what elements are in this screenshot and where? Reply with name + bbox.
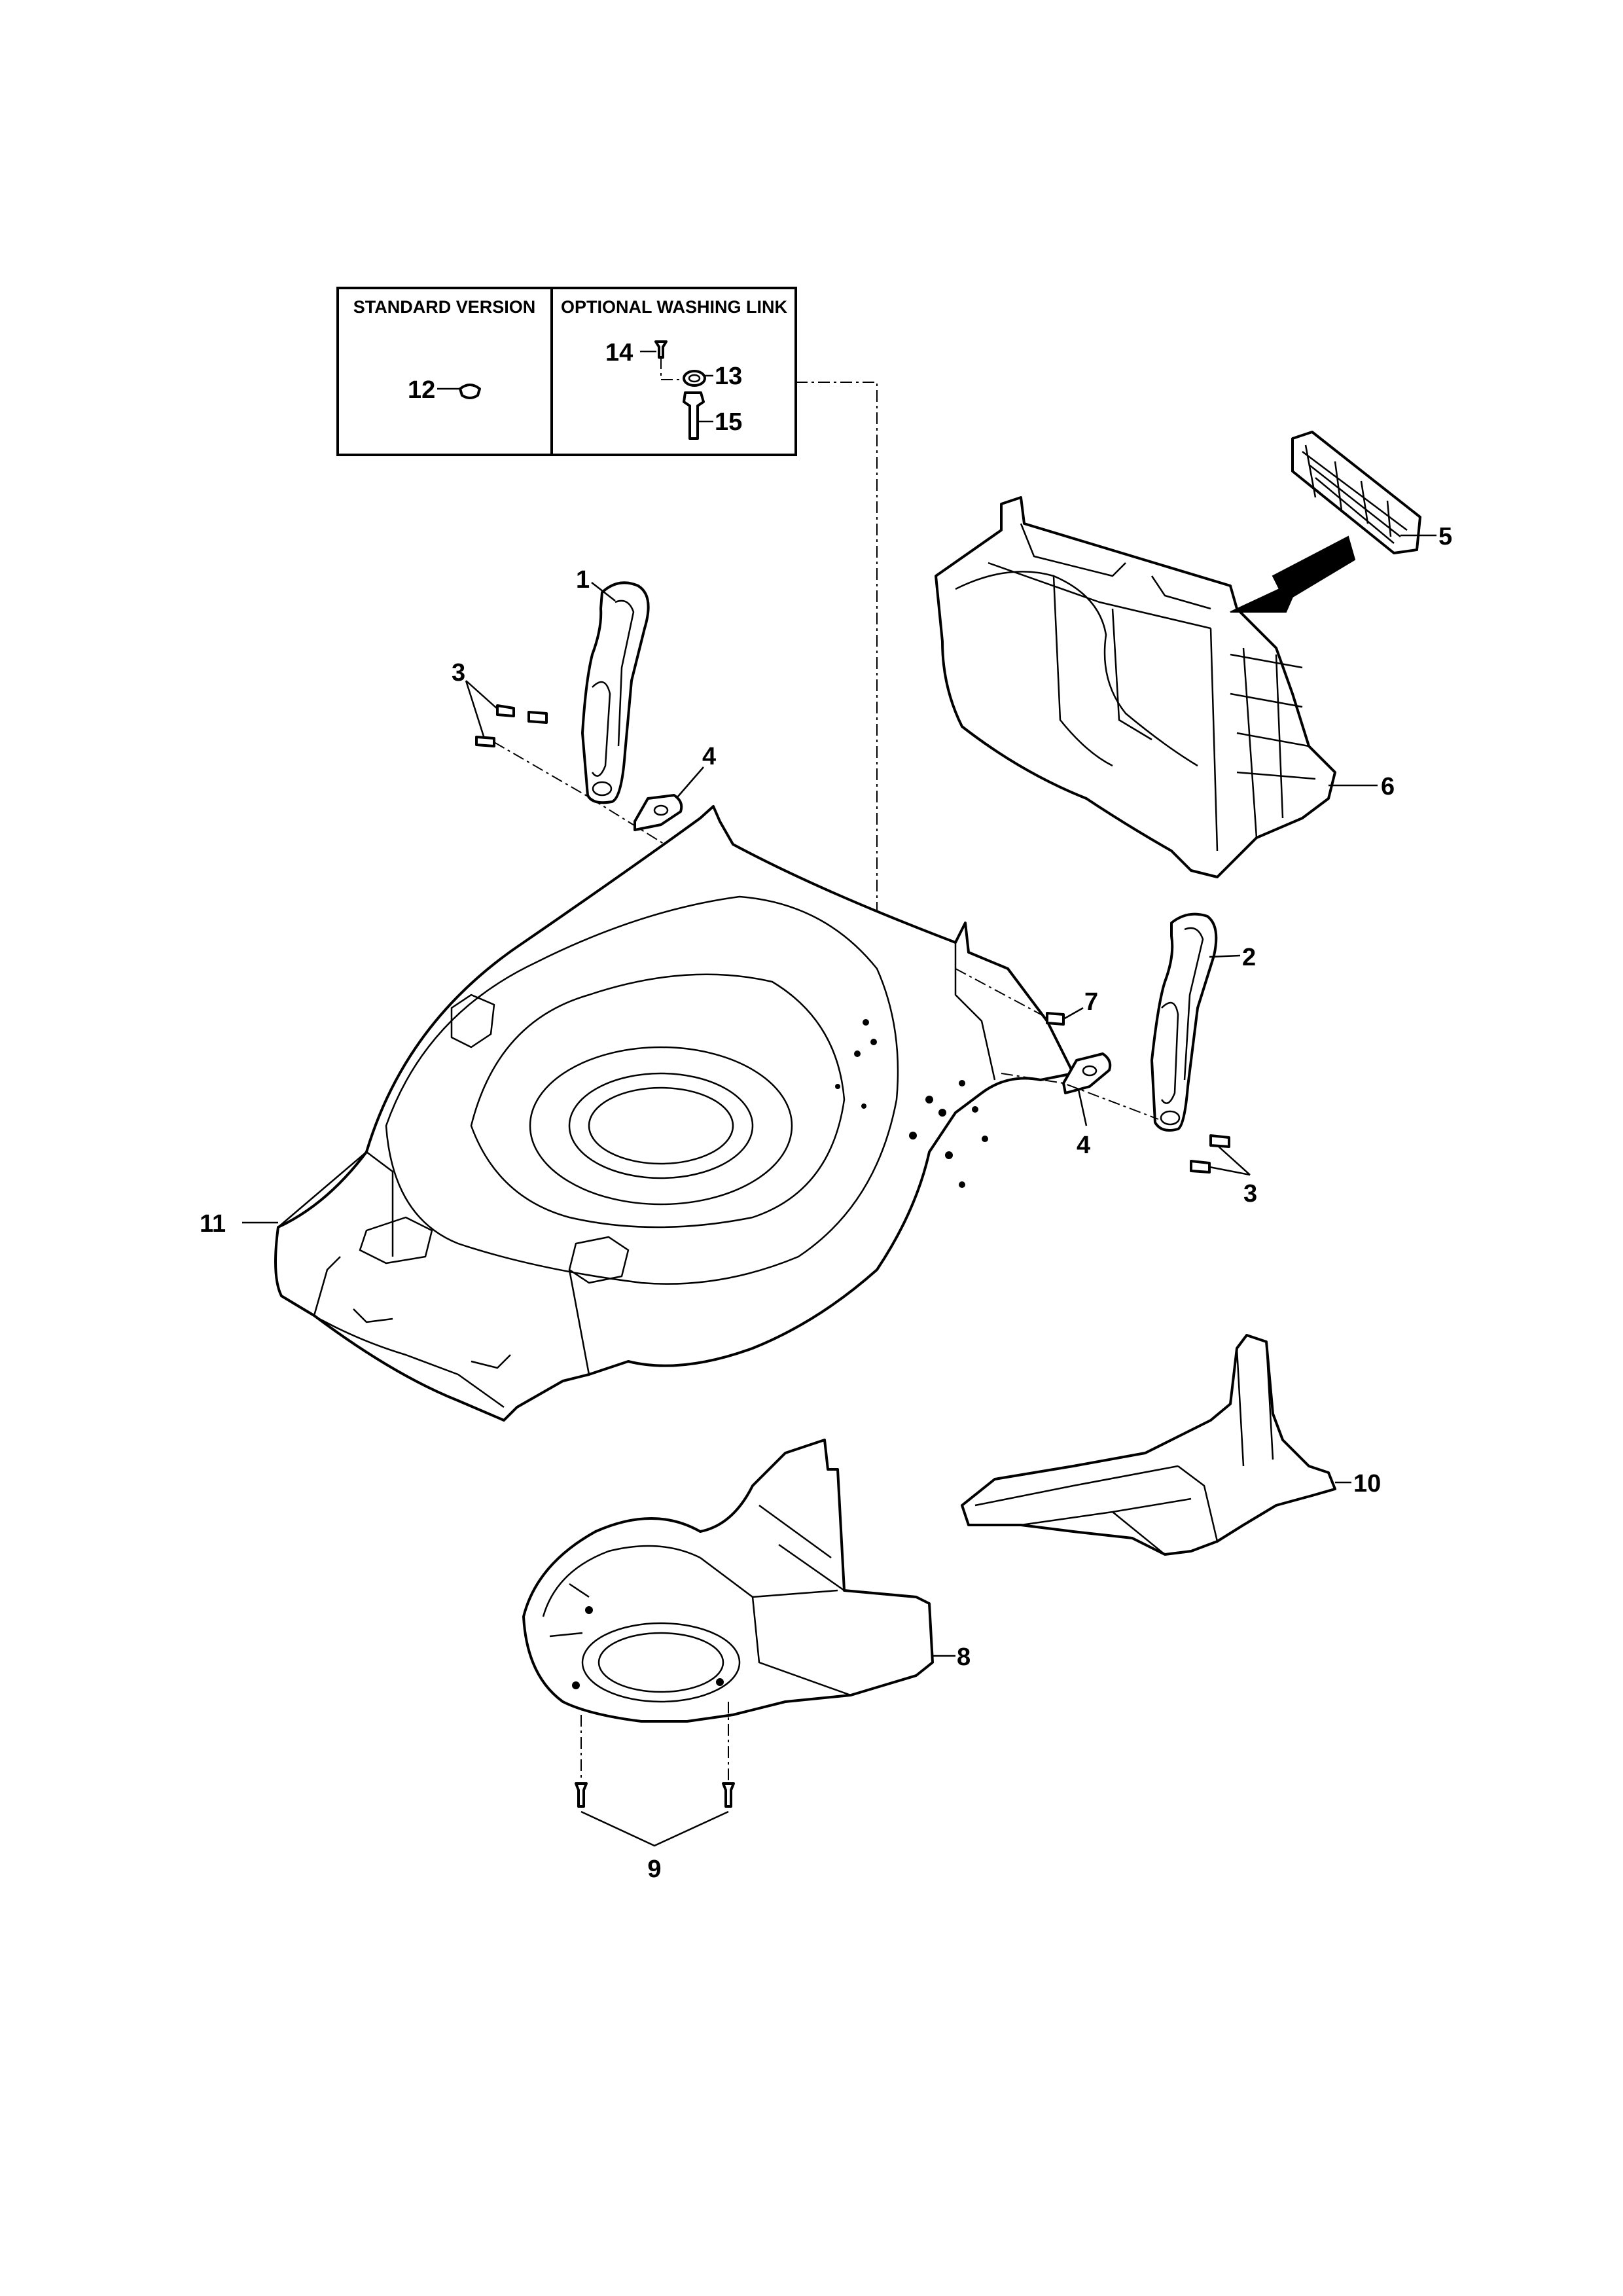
filter-cover-part-5 bbox=[1291, 431, 1436, 554]
insertion-arrow bbox=[1230, 535, 1356, 613]
callout-8: 8 bbox=[957, 1643, 971, 1671]
callout-6: 6 bbox=[1381, 773, 1395, 800]
callout-14: 14 bbox=[605, 339, 633, 367]
height-adjust-lever-part-2 bbox=[1150, 912, 1241, 1132]
callout-3-left: 3 bbox=[452, 659, 465, 687]
callout-1: 1 bbox=[576, 566, 590, 594]
rear-grass-chute-part-6 bbox=[935, 496, 1378, 878]
callout-15: 15 bbox=[715, 408, 742, 436]
screws-part-9 bbox=[575, 1702, 735, 1847]
screws-part-3-right bbox=[1190, 1134, 1251, 1176]
screws-part-3-left bbox=[465, 680, 707, 871]
callout-7: 7 bbox=[1084, 988, 1098, 1016]
callout-4-right: 4 bbox=[1077, 1132, 1090, 1159]
callout-9: 9 bbox=[647, 1856, 661, 1883]
screw-part-7 bbox=[955, 968, 1084, 1026]
callout-5: 5 bbox=[1438, 523, 1452, 550]
washing-link-connection-line bbox=[796, 382, 878, 988]
inset-box: STANDARD VERSION OPTIONAL WASHING LINK 1… bbox=[336, 287, 878, 988]
header-optional-washing-link: OPTIONAL WASHING LINK bbox=[561, 297, 788, 317]
height-adjust-lever-part-1 bbox=[581, 581, 650, 804]
inset-frame bbox=[336, 287, 797, 456]
mower-deck-part-11 bbox=[242, 805, 1075, 1422]
callout-2: 2 bbox=[1242, 944, 1256, 971]
callout-11: 11 bbox=[200, 1210, 226, 1238]
pivot-plate-part-4-left bbox=[633, 766, 704, 831]
pivot-plate-part-4-right bbox=[1001, 1052, 1159, 1126]
o-ring-part-13 bbox=[683, 370, 713, 387]
callout-10: 10 bbox=[1353, 1470, 1381, 1498]
callout-12: 12 bbox=[408, 376, 435, 404]
washing-link-nozzle-part-15 bbox=[683, 391, 713, 440]
callout-4-left: 4 bbox=[702, 743, 716, 770]
plug-cap-part-12 bbox=[437, 384, 481, 399]
callout-13: 13 bbox=[715, 363, 742, 390]
rear-deflector-part-10 bbox=[961, 1334, 1351, 1556]
header-standard-version: STANDARD VERSION bbox=[353, 297, 536, 317]
inner-deck-part-8 bbox=[522, 1439, 955, 1723]
callout-3-right: 3 bbox=[1243, 1180, 1257, 1208]
screw-part-14 bbox=[640, 340, 687, 380]
